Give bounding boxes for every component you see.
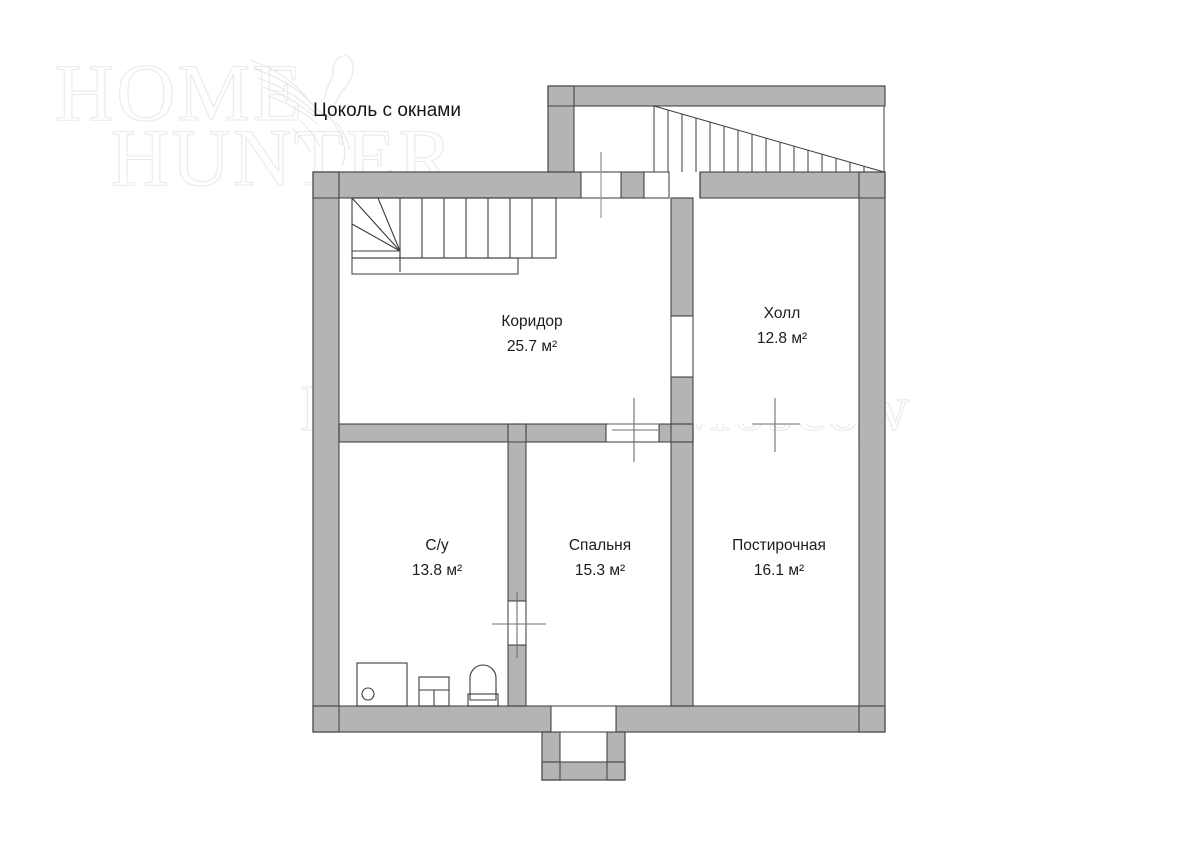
- room-area-sanuzel: 13.8 м²: [412, 562, 462, 579]
- watermark-home-line1: HOME: [55, 47, 304, 138]
- outer-wall-left: [312, 171, 340, 733]
- interior-wall-vertical-upper: [670, 197, 694, 317]
- floor-koridor: [339, 198, 671, 424]
- entrance-porch-wall-bottom: [541, 761, 626, 781]
- room-area-postirochnaya: 16.1 м²: [754, 562, 804, 579]
- exterior-staircase: [653, 105, 885, 173]
- window-top-2: [643, 171, 670, 199]
- door-koridor-spalnya: [605, 423, 660, 443]
- room-name-koridor: Коридор: [501, 313, 562, 330]
- room-label-spalnya: Спальня 15.3 м²: [569, 537, 631, 579]
- floor-entrance-porch: [560, 732, 607, 762]
- room-label-holl: Холл 12.8 м²: [757, 305, 807, 347]
- door-swing-markers: [492, 398, 800, 658]
- outer-wall-right: [858, 171, 886, 733]
- interior-wall-horizontal-left: [338, 423, 607, 443]
- interior-wall-horizontal-right: [658, 423, 694, 443]
- door-entrance: [550, 705, 617, 733]
- room-name-spalnya: Спальня: [569, 537, 631, 554]
- outer-wall-top-seg3: [699, 171, 886, 199]
- shower-tray: [356, 662, 408, 707]
- room-name-holl: Холл: [764, 305, 801, 322]
- sink: [418, 676, 450, 707]
- doors-group: [507, 315, 694, 733]
- wall-group: [312, 85, 886, 781]
- floor-holl: [693, 198, 859, 424]
- room-area-koridor: 25.7 м²: [507, 338, 557, 355]
- room-label-postirochnaya: Постирочная 16.1 м²: [732, 537, 826, 579]
- stair-run-outline: [351, 197, 557, 259]
- outer-wall-top-seg1: [312, 171, 582, 199]
- door-koridor-holl: [670, 315, 694, 378]
- room-label-sanuzel: С/у 13.8 м²: [412, 537, 462, 579]
- exterior-stair-wall-top: [547, 85, 886, 107]
- floor-exterior-stair: [574, 106, 885, 172]
- outer-wall-bottom-seg1: [312, 705, 552, 733]
- floor-sanuzel: [339, 442, 508, 706]
- interior-staircase: [351, 197, 557, 272]
- toilet: [467, 664, 499, 707]
- room-area-spalnya: 15.3 м²: [575, 562, 625, 579]
- exterior-stair-wall-left: [547, 85, 575, 173]
- page-title: Цоколь с окнами: [313, 100, 461, 121]
- room-name-sanuzel: С/у: [425, 537, 449, 554]
- bird-icon: [249, 55, 354, 167]
- room-name-postirochnaya: Постирочная: [732, 537, 826, 554]
- room-area-holl: 12.8 м²: [757, 330, 807, 347]
- room-label-koridor: Коридор 25.7 м²: [501, 313, 562, 355]
- floor-postirochnaya: [693, 442, 859, 706]
- room-floors: [339, 106, 885, 762]
- exterior-stair-hypotenuse: [653, 105, 885, 173]
- outer-wall-bottom-seg2: [615, 705, 886, 733]
- interior-wall-bath-bedroom-upper: [507, 423, 527, 602]
- floor-spalnya: [526, 442, 671, 706]
- watermark-home-hunter: HOME HUNTER: [54, 46, 453, 203]
- room-labels: Коридор 25.7 м² Холл 12.8 м² С/у 13.8 м²…: [412, 305, 826, 579]
- outer-wall-top-seg2: [620, 171, 645, 199]
- bathroom-fixtures: [356, 662, 499, 707]
